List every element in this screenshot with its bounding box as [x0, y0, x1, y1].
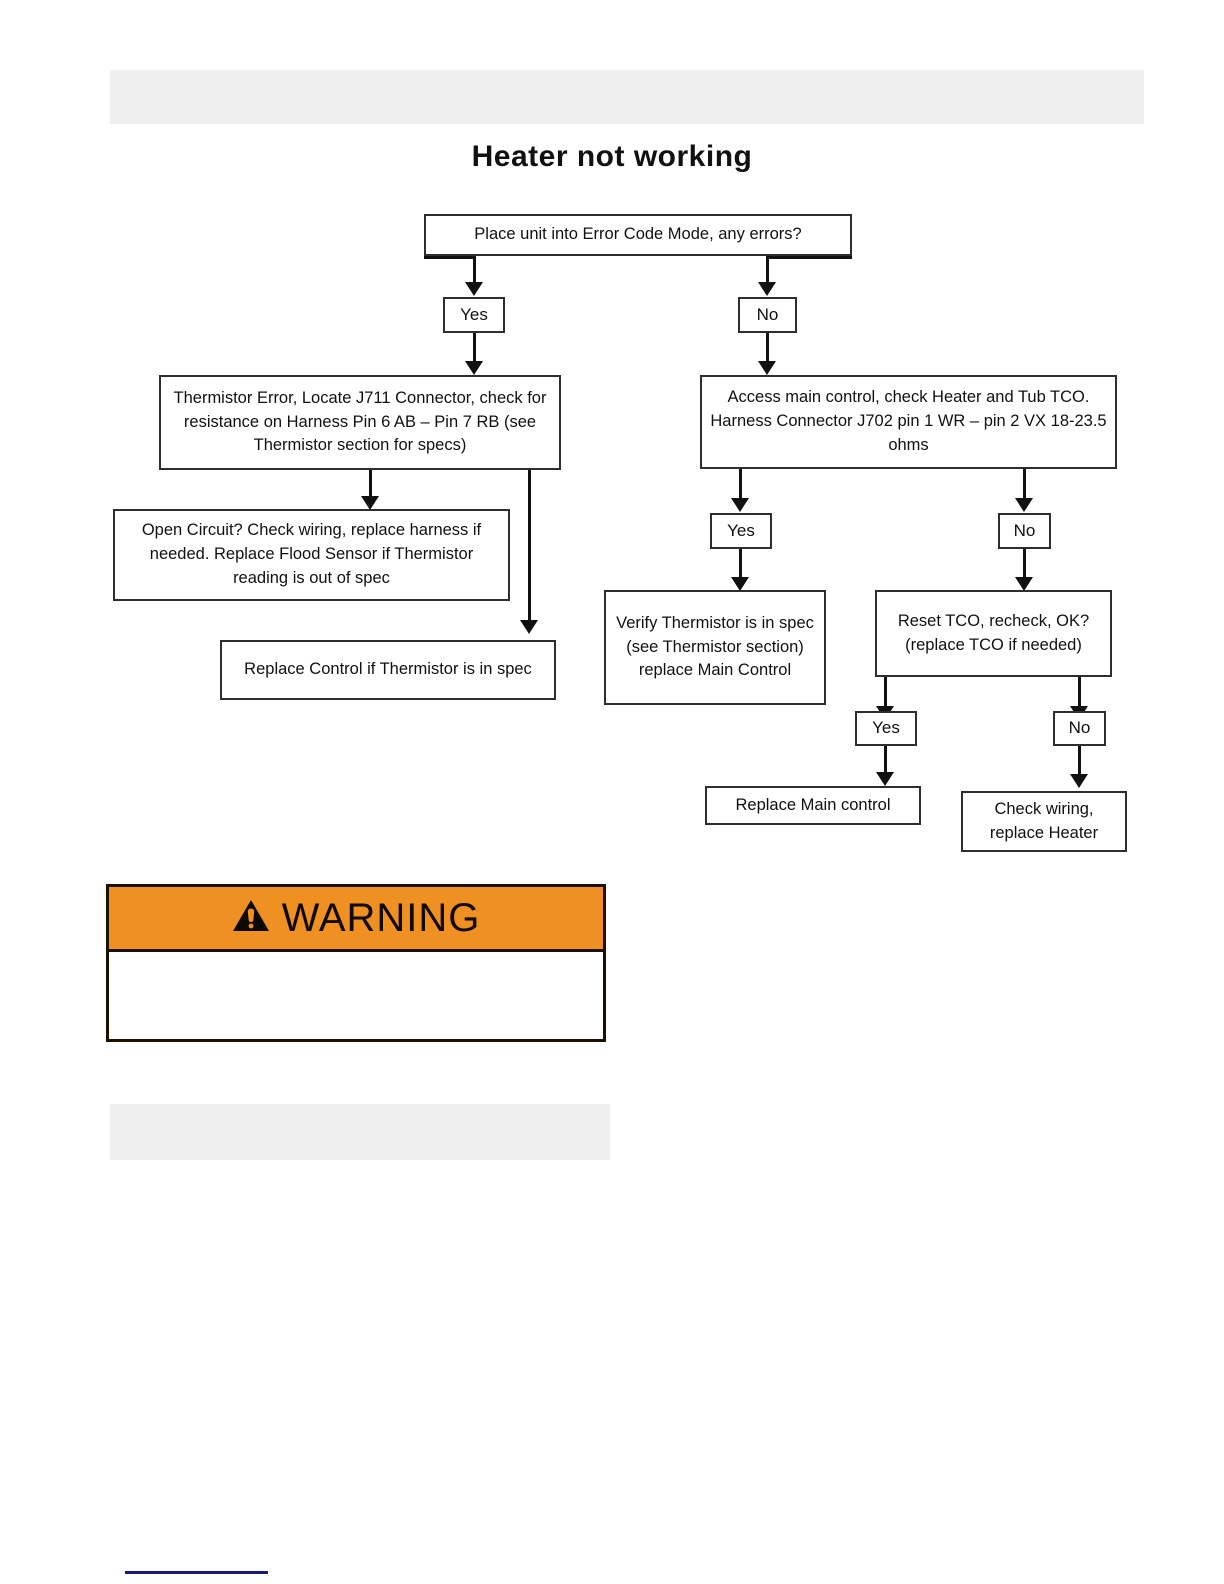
flow-node-access-main-control-label: Access main control, check Heater and Tu…: [710, 388, 1107, 454]
flow-node-tco-no[interactable]: No: [1053, 711, 1106, 746]
warning-triangle-icon: [232, 899, 270, 938]
flow-node-start-no-label: No: [756, 304, 779, 324]
top-placeholder-bar: [110, 70, 1144, 124]
flow-node-right-no-label: No: [1013, 520, 1036, 540]
arrow-thermistor-to-replace-control: [520, 620, 538, 634]
flow-node-check-wiring-heater-label: Check wiring, replace Heater: [989, 799, 1099, 842]
flow-node-open-circuit-label: Open Circuit? Check wiring, replace harn…: [141, 521, 482, 587]
connector-tco-no-to-check-wiring: [1078, 746, 1081, 776]
arrow-start-to-no: [758, 282, 776, 296]
arrow-thermistor-to-open-circuit: [361, 496, 379, 510]
flowchart: Place unit into Error Code Mode, any err…: [113, 214, 1127, 852]
connector-start-to-no-h: [766, 256, 852, 259]
bottom-placeholder-bar: [110, 1104, 610, 1160]
flow-node-start-yes[interactable]: Yes: [443, 297, 505, 333]
flow-node-access-main-control[interactable]: Access main control, check Heater and Tu…: [700, 375, 1117, 469]
flow-node-verify-thermistor-label: Verify Thermistor is in spec (see Thermi…: [616, 613, 814, 680]
flow-node-tco-yes-label: Yes: [872, 718, 900, 738]
connector-tco-yes-to-replace-main: [884, 746, 887, 774]
flow-node-start-yes-label: Yes: [460, 304, 488, 324]
flow-node-replace-control-label: Replace Control if Thermistor is in spec: [244, 660, 532, 679]
connector-right-yes-to-verify: [739, 549, 742, 579]
arrow-yes-to-thermistor: [465, 361, 483, 375]
arrow-no-to-access-main: [758, 361, 776, 375]
flow-node-reset-tco-label: Reset TCO, recheck, OK? (replace TCO if …: [897, 611, 1090, 654]
flow-node-thermistor-error-label: Thermistor Error, Locate J711 Connector,…: [173, 388, 547, 455]
flow-node-open-circuit[interactable]: Open Circuit? Check wiring, replace harn…: [113, 509, 510, 601]
arrow-right-no-to-reset-tco: [1015, 577, 1033, 591]
flow-node-start-label: Place unit into Error Code Mode, any err…: [474, 225, 802, 244]
connector-thermistor-to-replace-control: [528, 470, 531, 622]
connector-reset-tco-to-no: [1078, 677, 1081, 708]
connector-start-to-yes-h: [424, 256, 476, 259]
arrow-tco-yes-to-replace-main: [876, 772, 894, 786]
connector-yes-to-thermistor: [473, 333, 476, 363]
flow-node-right-no[interactable]: No: [998, 513, 1051, 549]
footer-rule: [125, 1571, 268, 1574]
flow-node-replace-main-control-label: Replace Main control: [735, 795, 891, 814]
arrow-start-to-yes: [465, 282, 483, 296]
connector-thermistor-to-open-circuit: [369, 470, 372, 498]
flow-node-tco-no-label: No: [1068, 718, 1091, 738]
flow-node-tco-yes[interactable]: Yes: [855, 711, 917, 746]
warning-body: [109, 952, 603, 1030]
flow-node-replace-main-control[interactable]: Replace Main control: [705, 786, 921, 825]
warning-title: WARNING: [281, 896, 481, 940]
connector-start-to-no-v: [766, 256, 769, 284]
connector-start-to-yes-v: [473, 256, 476, 284]
page-title: Heater not working: [471, 140, 753, 173]
warning-header: WARNING: [109, 887, 603, 952]
connector-access-main-to-no: [1023, 469, 1026, 500]
arrow-access-main-to-no: [1015, 498, 1033, 512]
connector-no-to-access-main: [766, 333, 769, 363]
flow-node-verify-thermistor[interactable]: Verify Thermistor is in spec (see Thermi…: [604, 590, 826, 705]
flow-node-start-no[interactable]: No: [738, 297, 797, 333]
connector-reset-tco-to-yes: [884, 677, 887, 708]
flow-node-right-yes-label: Yes: [727, 520, 755, 540]
flow-node-replace-control[interactable]: Replace Control if Thermistor is in spec: [220, 640, 556, 700]
arrow-tco-no-to-check-wiring: [1070, 774, 1088, 788]
connector-right-no-to-reset-tco: [1023, 549, 1026, 579]
arrow-access-main-to-yes: [731, 498, 749, 512]
connector-access-main-to-yes: [739, 469, 742, 500]
flow-node-right-yes[interactable]: Yes: [710, 513, 772, 549]
arrow-right-yes-to-verify: [731, 577, 749, 591]
warning-block: WARNING: [106, 884, 606, 1042]
flow-node-reset-tco[interactable]: Reset TCO, recheck, OK? (replace TCO if …: [875, 590, 1112, 677]
flow-node-check-wiring-heater[interactable]: Check wiring, replace Heater: [961, 791, 1127, 852]
flow-node-start[interactable]: Place unit into Error Code Mode, any err…: [424, 214, 852, 256]
flow-node-thermistor-error[interactable]: Thermistor Error, Locate J711 Connector,…: [159, 375, 561, 470]
